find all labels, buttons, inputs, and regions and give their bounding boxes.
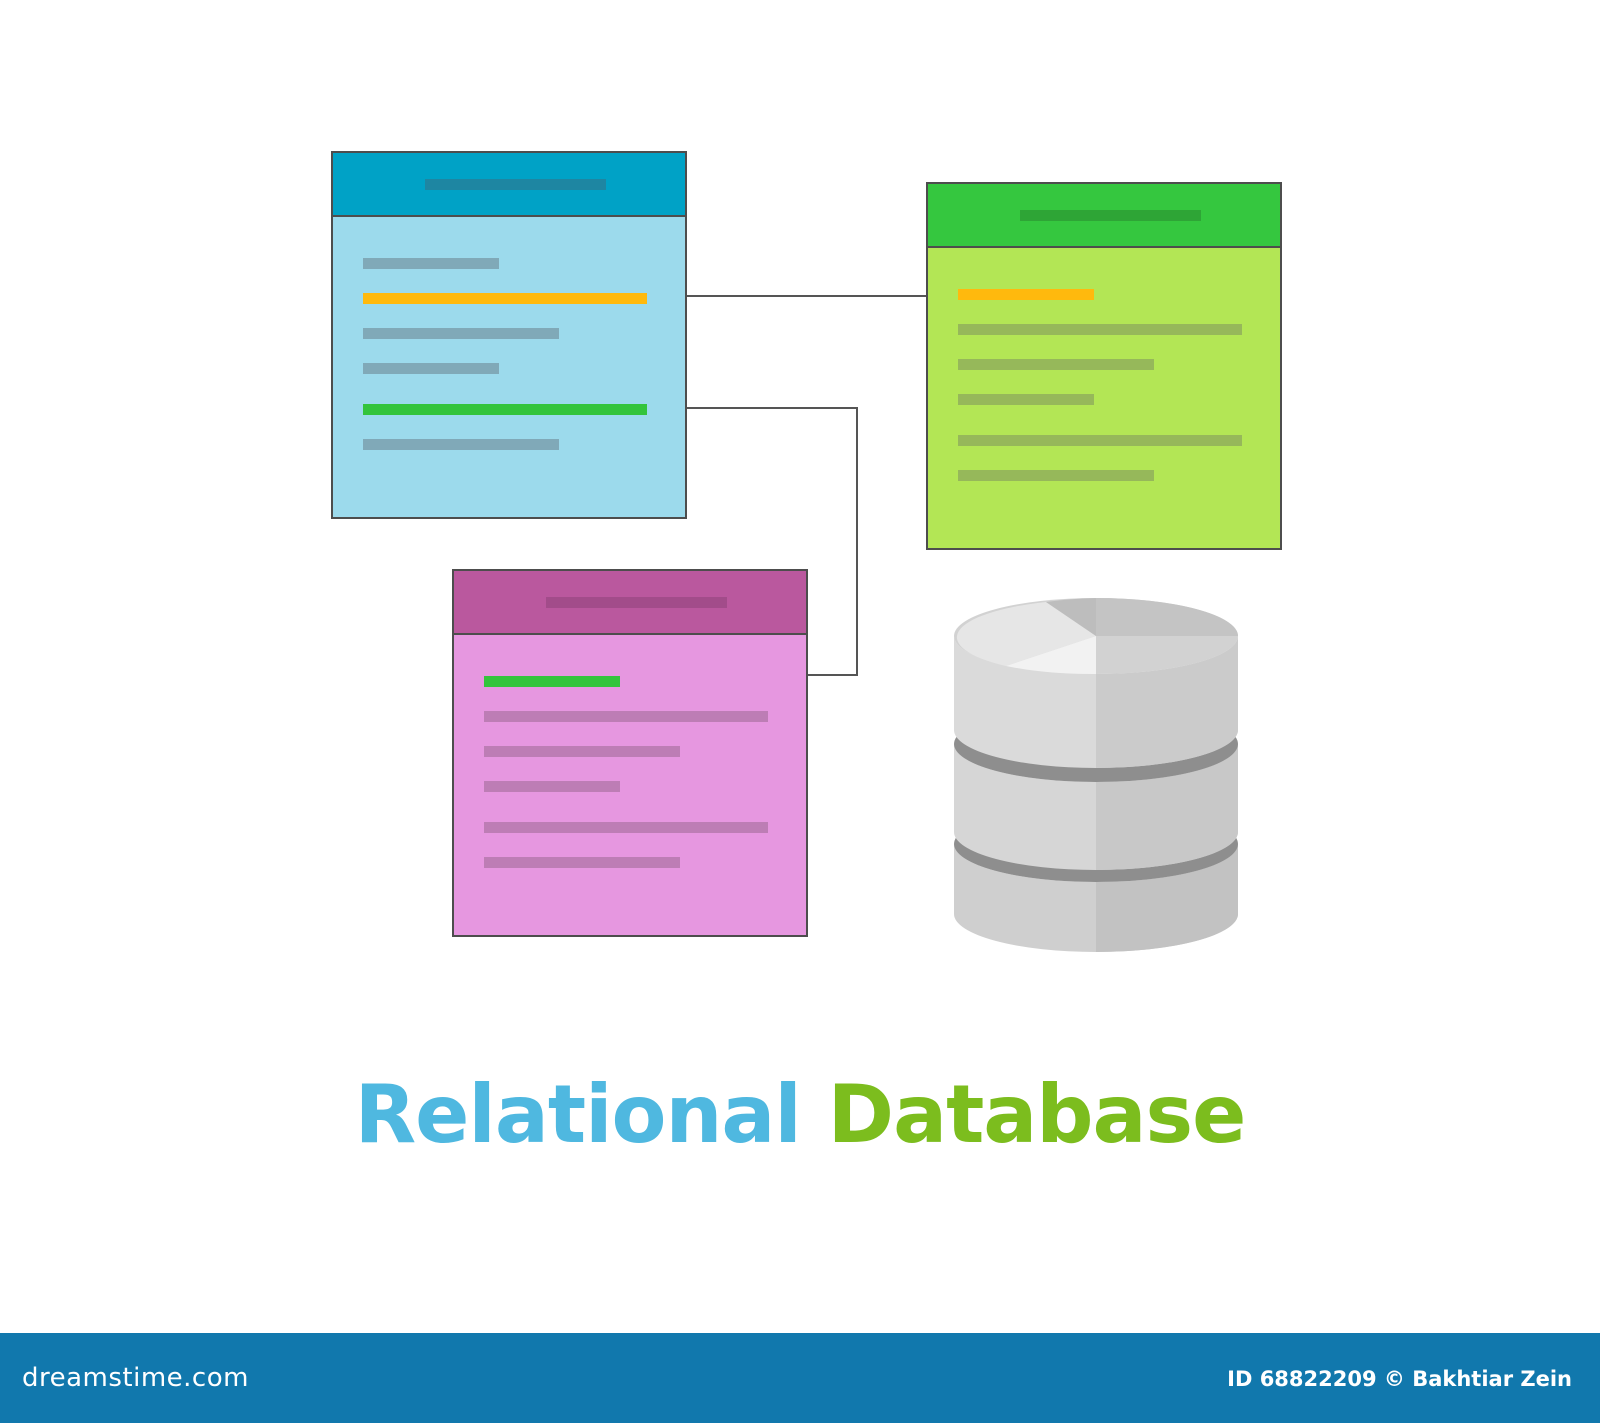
table-green — [926, 182, 1282, 550]
table-blue-row — [363, 439, 559, 450]
table-green-row — [958, 435, 1242, 446]
footer-band: dreamstime.com ID 68822209 © Bakhtiar Ze… — [0, 1333, 1600, 1423]
title-word-database: Database — [827, 1068, 1247, 1161]
table-blue-row — [363, 258, 499, 269]
footer-credit: ID 68822209 © Bakhtiar Zein — [1227, 1367, 1572, 1391]
blue-pink-connector — [687, 407, 858, 676]
footer-brand: dreamstime.com — [22, 1363, 249, 1393]
database-icon — [954, 598, 1238, 952]
table-blue-row-key-orange — [363, 293, 647, 304]
table-pink-row — [484, 822, 768, 833]
table-pink-row-key-green — [484, 676, 620, 687]
table-blue — [331, 151, 687, 519]
table-pink-title-placeholder — [546, 597, 727, 608]
table-blue-row — [363, 363, 499, 374]
table-pink — [452, 569, 808, 937]
table-blue-row-key-green — [363, 404, 647, 415]
table-pink-header — [454, 571, 806, 635]
table-green-row — [958, 470, 1154, 481]
table-blue-row — [363, 328, 559, 339]
table-green-row — [958, 324, 1242, 335]
table-green-header — [928, 184, 1280, 248]
table-green-row — [958, 394, 1094, 405]
table-pink-row — [484, 711, 768, 722]
table-green-row — [958, 359, 1154, 370]
table-green-title-placeholder — [1020, 210, 1201, 221]
table-blue-header — [333, 153, 685, 217]
table-pink-row — [484, 857, 680, 868]
diagram-title: Relational Database — [0, 1068, 1600, 1161]
connector-lines — [687, 295, 926, 676]
table-green-row-key-orange — [958, 289, 1094, 300]
title-word-relational: Relational — [354, 1068, 802, 1161]
table-pink-row — [484, 746, 680, 757]
table-blue-title-placeholder — [425, 179, 606, 190]
table-pink-row — [484, 781, 620, 792]
